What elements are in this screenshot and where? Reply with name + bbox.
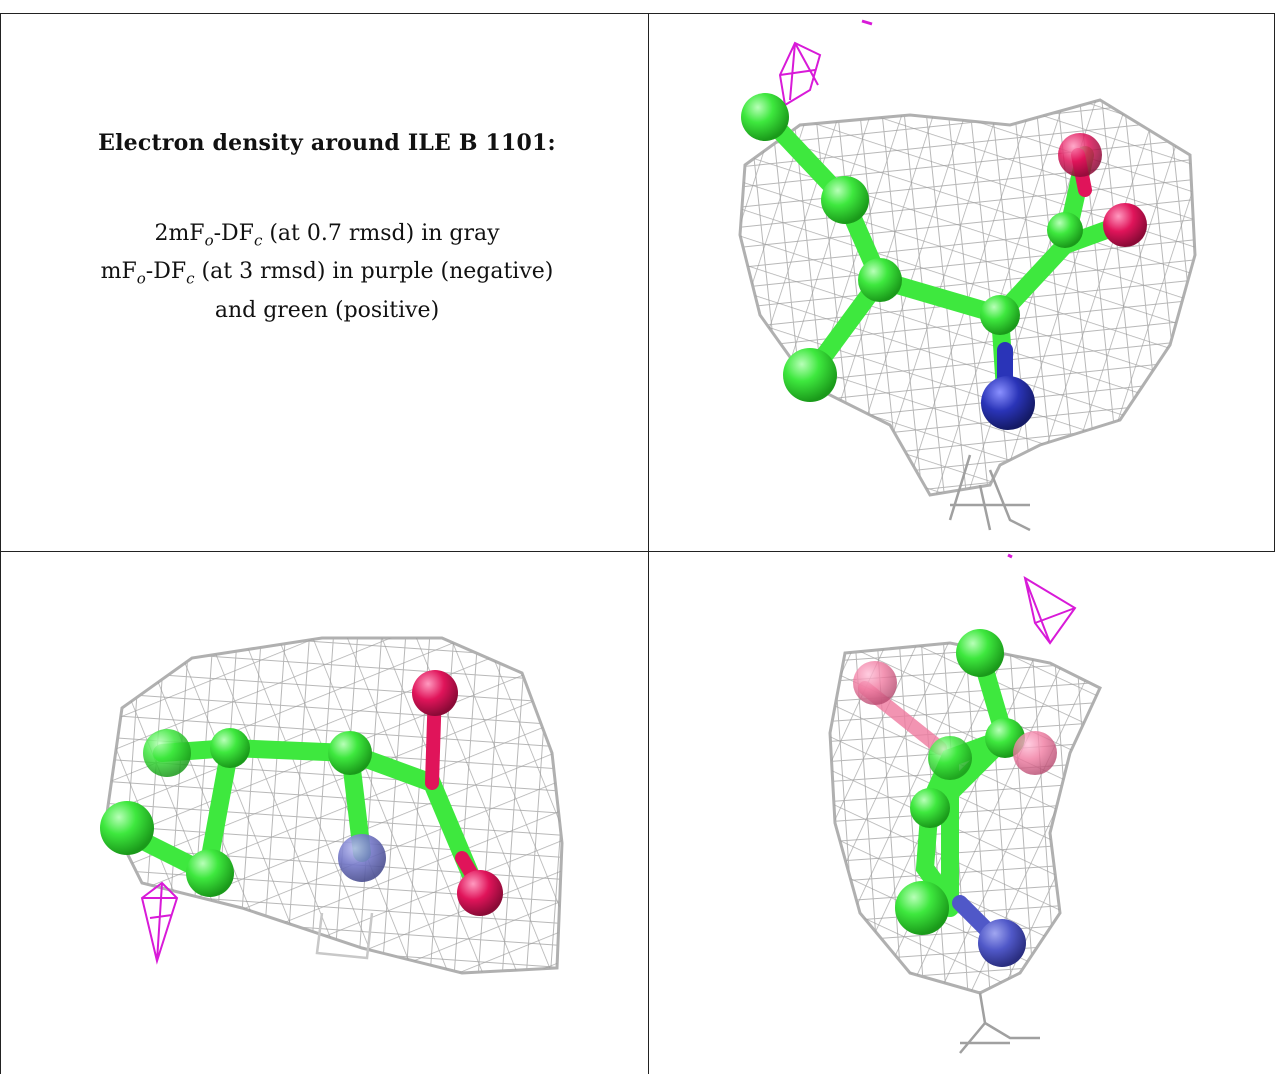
atoms	[741, 93, 1147, 430]
atoms	[853, 629, 1057, 967]
table-top-rule	[0, 13, 1275, 14]
caption-line-2fo-dfc: 2mFo-DFc (at 0.7 rmsd) in gray	[154, 221, 500, 250]
table-center-rule	[648, 13, 649, 1074]
caption-title: Electron density around ILE B 1101:	[98, 130, 556, 156]
negative-density-purple	[140, 881, 179, 965]
density-view-2	[100, 636, 564, 975]
density-view-1	[738, 19, 1197, 532]
negative-density-purple	[778, 19, 873, 107]
negative-density-purple	[1007, 553, 1077, 645]
caption-line-positive: and green (positive)	[214, 297, 440, 323]
density-view-3	[828, 553, 1102, 1054]
caption-line-fo-dfc: mFo-DFc (at 3 rmsd) in purple (negative)	[100, 259, 554, 288]
table-left-rule	[0, 13, 1, 1074]
atoms	[100, 670, 503, 916]
table-middle-rule	[0, 551, 1275, 552]
caption-cell: Electron density around ILE B 1101: 2mFo…	[22, 130, 632, 326]
